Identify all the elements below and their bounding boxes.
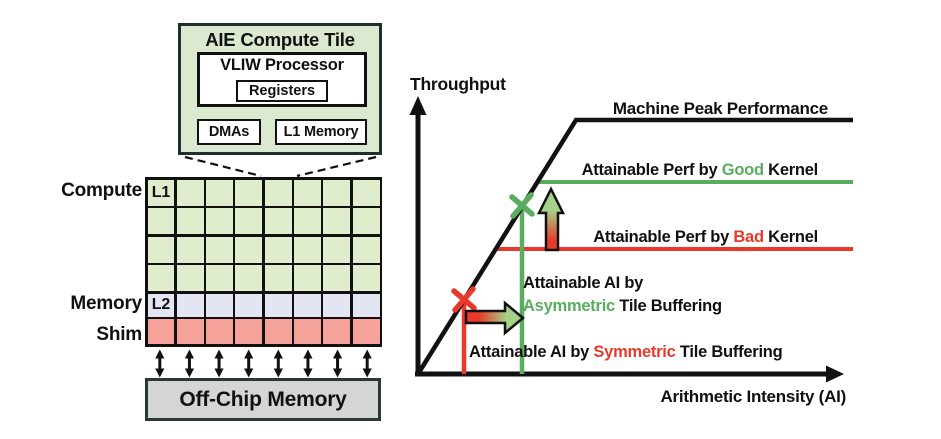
good-kernel-suffix: Kernel xyxy=(763,161,818,179)
tile-cell-green xyxy=(323,265,351,292)
bad-kernel-label: Attainable Perf by Bad Kernel xyxy=(593,228,818,247)
aie-compute-tile-box: AIE Compute Tile VLIW Processor Register… xyxy=(178,23,382,155)
tile-cell-shim xyxy=(235,319,263,345)
symmetric-highlight: Symmetric xyxy=(593,343,676,361)
funnel-dashed-line-right xyxy=(296,155,377,178)
tile-cell-green xyxy=(264,179,292,206)
tile-cell-mem xyxy=(264,293,292,317)
tile-cell-green xyxy=(147,265,175,292)
tile-cell-green xyxy=(323,236,351,263)
tile-cell-shim xyxy=(147,319,175,345)
bad-x-marker xyxy=(451,286,477,313)
tile-cell-mem xyxy=(294,293,321,317)
tile-cell-green xyxy=(264,236,292,263)
offchip-memory-box: Off-Chip Memory xyxy=(145,378,381,421)
arithmetic-intensity-axis-label: Arithmetic Intensity (AI) xyxy=(660,387,847,406)
tile-cell-green xyxy=(176,236,204,263)
good-kernel-label: Attainable Perf by Good Kernel xyxy=(581,161,819,180)
tile-cell-green xyxy=(206,265,233,292)
perf-improvement-arrow xyxy=(536,186,566,252)
bad-kernel-suffix: Kernel xyxy=(763,228,818,246)
row-label-compute: Compute xyxy=(61,180,142,201)
symmetric-prefix: Attainable AI by xyxy=(469,343,594,361)
tile-cell-mem xyxy=(176,293,204,317)
tile-cell-green xyxy=(235,236,263,263)
tile-cell-green xyxy=(352,265,380,292)
tile-cell-green xyxy=(206,179,233,206)
tile-cell-shim xyxy=(294,319,321,345)
vliw-processor-box: VLIW Processor Registers xyxy=(197,52,367,107)
dma-double-arrow xyxy=(155,349,165,378)
tile-cell-green xyxy=(235,179,263,206)
tile-cell-mem xyxy=(323,293,351,317)
dma-double-arrow xyxy=(332,349,343,378)
tile-cell-mem xyxy=(235,293,263,317)
row-label-shim: Shim xyxy=(96,324,142,345)
good-kernel-highlight: Good xyxy=(721,161,764,179)
tile-cell-green xyxy=(176,208,204,235)
dmas-box: DMAs xyxy=(197,119,261,145)
tile-cell-green xyxy=(176,179,204,206)
asymmetric-ai-label-line2: Asymmetric Tile Buffering xyxy=(523,297,722,316)
funnel-dashed-line-left xyxy=(184,155,262,178)
tile-cell-green: L1 xyxy=(147,179,175,206)
good-kernel-prefix: Attainable Perf by xyxy=(581,161,722,179)
l1-memory-box: L1 Memory xyxy=(275,119,367,145)
offchip-arrows xyxy=(155,349,372,378)
asymmetric-ai-label-line1: Attainable AI by xyxy=(523,274,644,292)
tile-cell-green xyxy=(352,236,380,263)
symmetric-suffix: Tile Buffering xyxy=(675,343,783,361)
registers-box: Registers xyxy=(236,80,328,102)
tile-cell-green xyxy=(323,208,351,235)
tile-cell-green xyxy=(352,179,380,206)
tile-cell-shim xyxy=(206,319,233,345)
tile-cell-mem xyxy=(206,293,233,317)
tile-cell-shim xyxy=(323,319,351,345)
tile-cell-green xyxy=(294,179,321,206)
dma-double-arrow xyxy=(214,349,224,378)
tile-cell-green xyxy=(235,265,263,292)
tile-cell-shim xyxy=(352,319,380,345)
tile-cell-green xyxy=(294,236,321,263)
aie-compute-tile-title: AIE Compute Tile xyxy=(205,29,355,50)
tile-cell-green xyxy=(176,265,204,292)
symmetric-ai-label: Attainable AI by Symmetric Tile Bufferin… xyxy=(469,343,783,362)
dma-double-arrow xyxy=(303,349,313,378)
tile-cell-green xyxy=(323,179,351,206)
tile-cell-green xyxy=(235,208,263,235)
vliw-processor-label: VLIW Processor xyxy=(220,56,344,74)
asymmetric-highlight: Asymmetric xyxy=(523,297,615,315)
dma-double-arrow xyxy=(273,349,283,378)
tile-cell-shim xyxy=(264,319,292,345)
bad-kernel-prefix: Attainable Perf by xyxy=(593,228,734,246)
tile-cell-green xyxy=(352,208,380,235)
x-axis-arrowhead xyxy=(826,365,844,383)
tile-cell-green xyxy=(206,208,233,235)
asymmetric-suffix: Tile Buffering xyxy=(614,297,722,315)
dma-double-arrow xyxy=(362,349,372,378)
tile-cell-green xyxy=(147,236,175,263)
ai-improvement-arrow xyxy=(464,300,525,336)
bad-kernel-highlight: Bad xyxy=(733,228,764,246)
tile-cell-green xyxy=(264,208,292,235)
dma-double-arrow xyxy=(184,349,195,378)
good-x-marker xyxy=(509,192,535,219)
tile-cell-shim xyxy=(176,319,204,345)
tile-cell-mem xyxy=(352,293,380,317)
tile-cell-green xyxy=(147,208,175,235)
dma-double-arrow xyxy=(244,349,254,378)
y-axis-arrowhead xyxy=(409,96,427,115)
row-label-memory: Memory xyxy=(70,293,142,314)
tile-cell-green xyxy=(294,208,321,235)
tile-cell-green xyxy=(206,236,233,263)
machine-peak-label: Machine Peak Performance xyxy=(612,99,828,118)
tile-cell-green xyxy=(294,265,321,292)
throughput-axis-label: Throughput xyxy=(410,74,506,94)
tile-cell-green xyxy=(264,265,292,292)
tile-cell-mem: L2 xyxy=(147,293,175,317)
